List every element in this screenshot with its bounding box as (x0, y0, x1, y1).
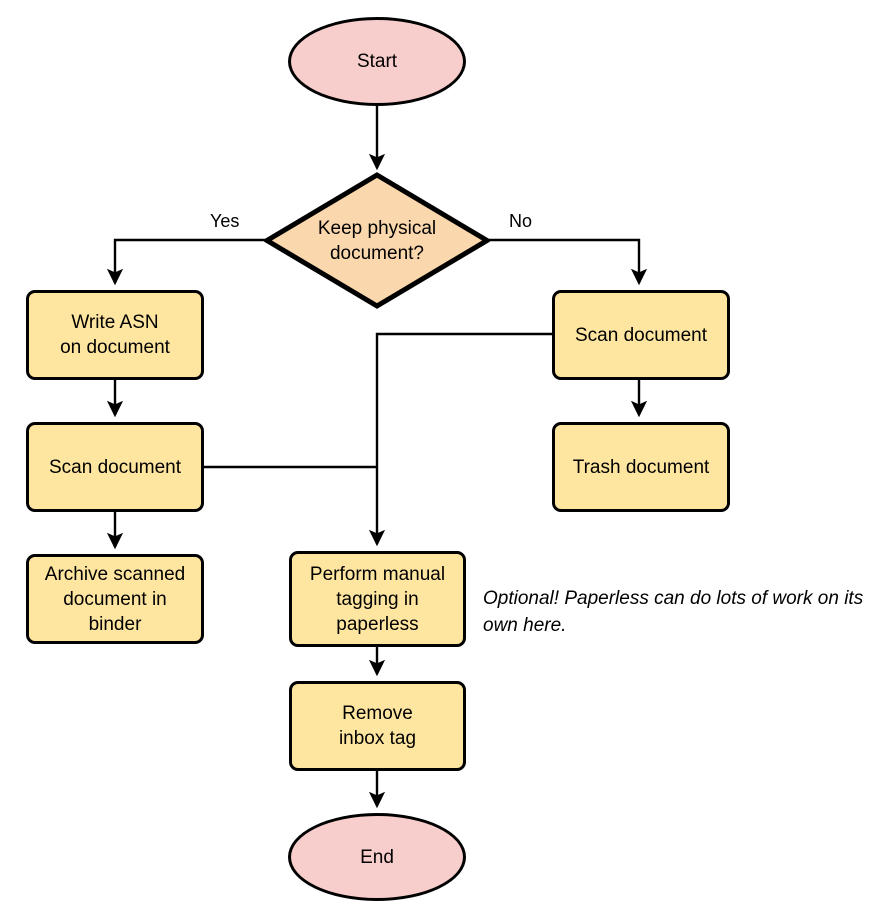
node-decision-label: Keep physical document? (317, 217, 437, 264)
node-perform-manual-tagging[interactable]: Perform manual tagging in paperless (289, 551, 466, 647)
node-start-label: Start (356, 51, 398, 72)
node-trash-document-label: Trash document (572, 456, 710, 478)
node-end[interactable]: End (288, 813, 466, 901)
edge-label-yes: Yes (210, 211, 240, 231)
node-start[interactable]: Start (288, 17, 466, 106)
node-end-label: End (360, 846, 394, 868)
edge-label-no: No (509, 211, 533, 231)
node-decision-keep-physical-document[interactable]: Keep physical document? (264, 172, 490, 309)
node-trash-document[interactable]: Trash document (552, 422, 730, 512)
node-remove-inbox-tag[interactable]: Remove inbox tag (289, 681, 466, 771)
node-archive-scanned-document[interactable]: Archive scanned document in binder (26, 554, 204, 644)
node-write-asn-on-document[interactable]: Write ASN on document (26, 290, 204, 380)
annotation-optional-note: Optional! Paperless can do lots of work … (483, 588, 864, 636)
node-tagging-label: Perform manual tagging in paperless (309, 563, 446, 635)
node-archive-label: Archive scanned document in binder (44, 563, 186, 635)
node-write-asn-label: Write ASN on document (60, 312, 170, 358)
node-scan-document-right-label: Scan document (574, 324, 708, 346)
node-remove-inbox-label: Remove inbox tag (338, 703, 417, 749)
edge-no-to-scan-right (489, 238, 648, 286)
node-scan-document-left[interactable]: Scan document (26, 422, 204, 512)
node-scan-document-left-label: Scan document (48, 456, 182, 478)
edge-scan-right-to-tagging (368, 332, 552, 547)
diamond-shape (264, 172, 490, 309)
node-scan-document-right[interactable]: Scan document (552, 290, 730, 380)
edge-yes-to-write-asn (106, 238, 265, 286)
